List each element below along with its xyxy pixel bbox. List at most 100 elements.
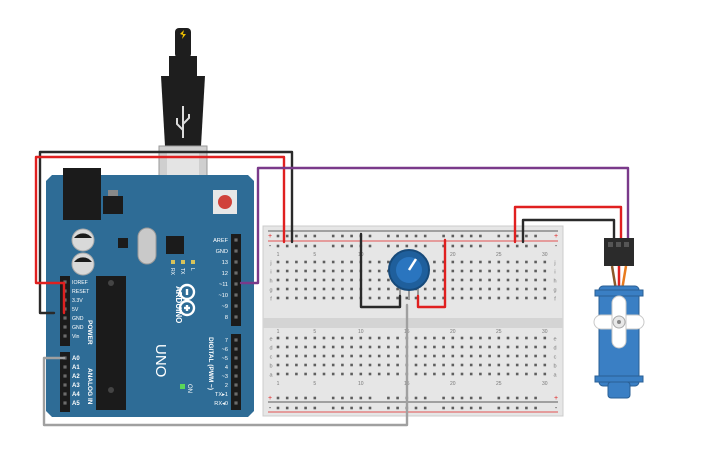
board-brand: ARDUINO xyxy=(174,286,183,323)
row-letter: b xyxy=(269,364,272,370)
row-letter: c xyxy=(270,355,273,361)
arduino-logo-icon xyxy=(178,283,196,317)
digital-pin-label: 2 xyxy=(225,383,228,389)
column-number: 1 xyxy=(277,252,280,258)
wire-5v-arduino-to-breadboard[interactable] xyxy=(34,155,286,315)
wire-gnd-arduino-to-breadboard[interactable] xyxy=(38,150,294,315)
column-number: 30 xyxy=(542,381,548,387)
column-number: 5 xyxy=(313,252,316,258)
digital-pin-label: ~9 xyxy=(222,304,228,310)
usb-plug-tip xyxy=(175,28,191,58)
rail-minus-sign: - xyxy=(555,243,558,250)
column-number: 20 xyxy=(450,329,456,335)
breadboard-labels: jjiihhggffeeddccbbaa11155510101015151520… xyxy=(268,233,558,412)
digital-header-title: DIGITAL (PWM ~) xyxy=(207,337,214,390)
digital-pin-label: 8 xyxy=(225,315,228,321)
row-letter: d xyxy=(553,346,556,352)
digital-header-top[interactable] xyxy=(231,234,241,326)
capacitor-2 xyxy=(71,252,95,276)
wires[interactable] xyxy=(34,150,630,427)
reset-button[interactable] xyxy=(218,195,232,209)
row-letter: i xyxy=(554,270,555,276)
digital-header-bottom[interactable] xyxy=(231,334,241,410)
digital-pin-label: GND xyxy=(216,249,228,255)
wire-pot-gnd[interactable] xyxy=(359,232,402,309)
analog-pin-label: A1 xyxy=(72,365,80,371)
column-number: 20 xyxy=(450,381,456,387)
row-letter: d xyxy=(269,346,272,352)
column-number: 25 xyxy=(496,252,502,258)
row-letter: a xyxy=(269,373,273,379)
status-led xyxy=(181,260,185,264)
breadboard[interactable]: jjiihhggffeeddccbbaa11155510101015151520… xyxy=(262,225,564,417)
column-number: 10 xyxy=(358,381,364,387)
row-letter: h xyxy=(269,279,272,285)
rail-minus-sign: - xyxy=(269,405,272,412)
analog-pin-label: A5 xyxy=(72,401,80,407)
digital-pin-label: ~3 xyxy=(222,374,228,380)
column-number: 1 xyxy=(277,329,280,335)
column-number: 5 xyxy=(313,381,316,387)
power-pin-label: Vin xyxy=(72,334,80,340)
column-number: 25 xyxy=(496,381,502,387)
row-letter: e xyxy=(553,337,556,343)
servo-motor[interactable] xyxy=(593,238,645,399)
power-pin-label: 3.3V xyxy=(72,298,83,304)
analog-pin-label: A2 xyxy=(72,374,80,380)
row-letter: a xyxy=(553,373,557,379)
rail-plus-sign: + xyxy=(268,395,272,402)
rail-minus-sign: - xyxy=(555,405,558,412)
power-pin-label: RESET xyxy=(72,289,90,295)
wire-servo-ground[interactable] xyxy=(521,218,616,244)
status-led xyxy=(191,260,195,264)
voltage-regulator xyxy=(103,196,123,214)
power-header-title: POWER xyxy=(86,320,93,345)
on-led: ON xyxy=(180,384,192,393)
row-letter: j xyxy=(553,261,555,267)
digital-pin-label: 7 xyxy=(225,338,228,344)
power-bolt-icon xyxy=(180,30,186,39)
arduino-uno-board[interactable]: ARDUINO UNO ON POWER ANALOG IN DIGITAL (… xyxy=(46,168,254,417)
wire-pin9-to-servo-signal[interactable] xyxy=(239,166,630,285)
breadboard-center-channel xyxy=(263,318,563,328)
digital-pin-label: ~10 xyxy=(219,293,229,299)
column-number: 5 xyxy=(313,329,316,335)
digital-pin-label: AREF xyxy=(213,238,229,244)
row-letter: i xyxy=(270,270,271,276)
rail-minus-sign: - xyxy=(269,243,272,250)
wire-a0-to-potentiometer[interactable] xyxy=(42,303,409,427)
usb-cable[interactable] xyxy=(158,28,208,187)
status-led-label: TX xyxy=(179,268,185,275)
analog-header[interactable] xyxy=(60,352,70,412)
usb-chip xyxy=(166,236,184,254)
rail-plus-sign: + xyxy=(554,233,558,240)
row-letter: g xyxy=(553,288,556,294)
column-number: 25 xyxy=(496,329,502,335)
rail-plus-sign: + xyxy=(554,395,558,402)
crystal-oscillator xyxy=(137,227,157,265)
row-letter: c xyxy=(554,355,557,361)
column-number: 20 xyxy=(450,252,456,258)
row-letter: f xyxy=(554,297,556,303)
svg-text:ON: ON xyxy=(186,384,192,393)
digital-pin-label: 12 xyxy=(222,271,228,277)
power-pin-label: GND xyxy=(72,325,84,331)
board-model: UNO xyxy=(152,344,169,377)
wire-pot-5v[interactable] xyxy=(416,238,447,309)
row-letter: j xyxy=(269,261,271,267)
digital-pin-label: 13 xyxy=(222,260,228,266)
analog-pin-label: A4 xyxy=(72,392,80,398)
analog-pin-label: A0 xyxy=(72,356,80,362)
row-letter: e xyxy=(269,337,272,343)
row-letter: b xyxy=(553,364,556,370)
row-letter: h xyxy=(553,279,556,285)
wire-servo-power[interactable] xyxy=(513,205,623,244)
digital-pin-label: ~5 xyxy=(222,356,228,362)
knob-indicator xyxy=(407,258,418,271)
power-jack xyxy=(63,168,101,220)
column-number: 30 xyxy=(542,252,548,258)
servo-horn[interactable] xyxy=(593,295,645,349)
breadboard-holes xyxy=(276,260,547,376)
power-pin-label: IOREF xyxy=(72,280,88,286)
